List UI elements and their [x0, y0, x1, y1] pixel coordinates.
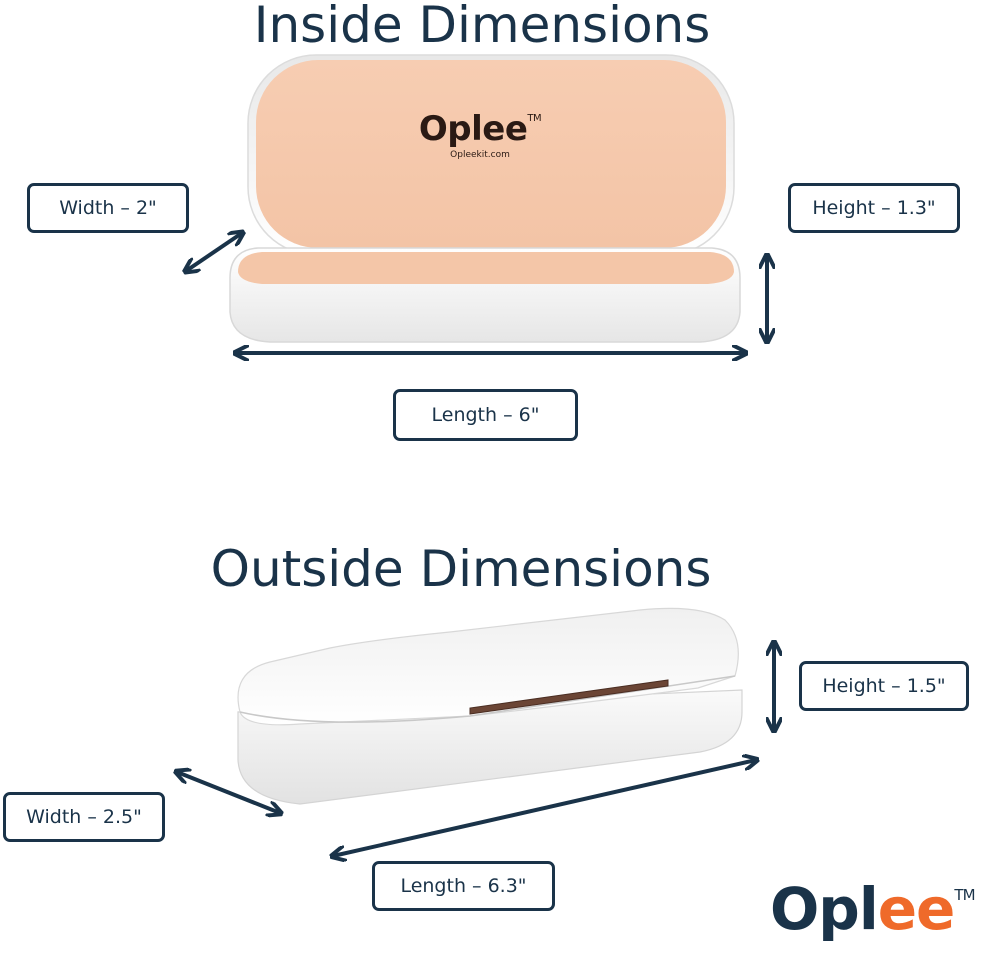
outside-length-label: Length – 6.3": [372, 861, 555, 911]
closed-case-seam: [239, 675, 736, 723]
inside-length-label: Length – 6": [393, 389, 578, 441]
inside-width-label: Width – 2": [27, 183, 189, 233]
case-logo-tm: TM: [527, 113, 542, 124]
case-logo-brand: Oplee: [418, 109, 528, 149]
closed-case: [237, 607, 743, 805]
case-logo: OpleeTM Opleekit.com: [400, 112, 560, 160]
brand-logo-tm: TM: [954, 886, 975, 904]
brand-logo-op: Opl: [770, 875, 879, 943]
outside-height-label: Height – 1.5": [799, 661, 969, 711]
arrow-outside-width: [177, 772, 280, 813]
arrow-outside-length: [333, 760, 756, 856]
open-case-base-lining: [238, 252, 734, 284]
outside-dimensions-heading: Outside Dimensions: [210, 540, 712, 598]
brand-logo-ee: ee: [877, 875, 956, 943]
case-logo-site: Opleekit.com: [450, 150, 510, 160]
brand-logo: OpleeTM: [770, 880, 976, 938]
arrow-inside-width: [186, 233, 242, 271]
open-case-lid-lining: [256, 60, 726, 248]
inside-dimensions-heading: Inside Dimensions: [253, 0, 711, 54]
open-case: [229, 54, 741, 343]
closed-case-hinge: [469, 679, 669, 715]
inside-height-label: Height – 1.3": [788, 183, 960, 233]
outside-width-label: Width – 2.5": [3, 792, 165, 842]
